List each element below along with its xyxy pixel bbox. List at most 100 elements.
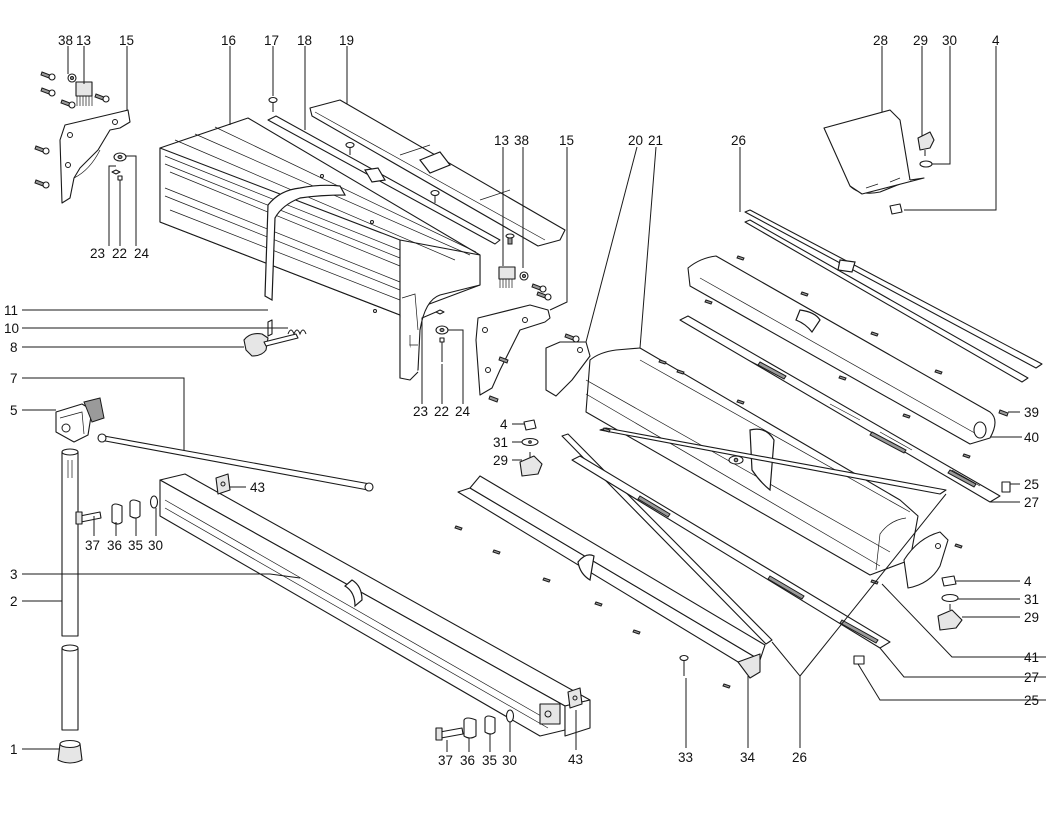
rail-19 [309, 99, 566, 247]
end-cap-43a [215, 473, 231, 495]
end-cap-20 [545, 341, 591, 397]
knob-29-mid [519, 452, 543, 477]
callout-8: 8 [10, 340, 18, 355]
nut-4-mid [523, 419, 537, 431]
callout-21: 21 [648, 133, 663, 148]
callout-22b: 22 [434, 404, 449, 419]
callout-39: 39 [1024, 405, 1039, 420]
screw-39 [998, 409, 1009, 417]
callout-17: 17 [264, 33, 279, 48]
block-25-upper [1001, 481, 1011, 493]
callout-35b: 35 [482, 753, 497, 768]
callout-labels: 38 13 15 16 17 18 19 28 29 30 4 23 22 24… [4, 33, 1039, 768]
washer-31-mid [521, 437, 539, 447]
callout-38b: 38 [514, 133, 529, 148]
end-bracket-left [59, 109, 131, 204]
callout-35a: 35 [128, 538, 143, 553]
foot-cap-1 [57, 739, 83, 764]
callout-30c: 30 [502, 753, 517, 768]
callout-31a: 31 [493, 435, 508, 450]
strip-26-top [744, 209, 1043, 383]
rack-strip-27-lower [571, 455, 891, 649]
callout-38a: 38 [58, 33, 73, 48]
callout-43b: 43 [568, 752, 583, 767]
hardware-set-bottom [435, 709, 515, 741]
callout-4b: 4 [500, 417, 508, 432]
end-bracket-middle [475, 304, 551, 396]
profile-34 [457, 475, 766, 679]
beam-3 [159, 473, 591, 737]
callout-26b: 26 [792, 750, 807, 765]
knob-29-top [917, 131, 935, 156]
callout-10: 10 [4, 321, 19, 336]
main-profile-16 [159, 117, 481, 381]
strip-18 [267, 115, 501, 245]
callout-29c: 29 [1024, 610, 1039, 625]
screw-17 [268, 96, 278, 112]
callout-37a: 37 [85, 538, 100, 553]
callout-28: 28 [873, 33, 888, 48]
callout-23b: 23 [413, 404, 428, 419]
callout-13a: 13 [76, 33, 91, 48]
callout-11: 11 [4, 303, 18, 318]
washer-31-low [941, 593, 959, 603]
callout-24a: 24 [134, 246, 150, 261]
callout-18: 18 [297, 33, 312, 48]
screws-left-bracket [34, 71, 110, 189]
callout-27a: 27 [1024, 495, 1039, 510]
callout-4c: 4 [1024, 574, 1032, 589]
callout-27b: 27 [1024, 670, 1039, 685]
callout-20: 20 [628, 133, 643, 148]
callout-30a: 30 [942, 33, 957, 48]
callout-25a: 25 [1024, 477, 1039, 492]
callout-16: 16 [221, 33, 236, 48]
callout-23a: 23 [90, 246, 105, 261]
washer-30-top [919, 160, 933, 168]
callout-30b: 30 [148, 538, 163, 553]
callout-26a: 26 [731, 133, 746, 148]
callout-43a: 43 [250, 480, 265, 495]
callout-31b: 31 [1024, 592, 1039, 607]
callout-22a: 22 [112, 246, 127, 261]
callout-36b: 36 [460, 753, 475, 768]
block-25-lower [853, 655, 865, 665]
callout-24b: 24 [455, 404, 471, 419]
screws-middle-bracket [488, 233, 580, 403]
spring-10 [287, 329, 307, 336]
callout-4a: 4 [992, 33, 1000, 48]
end-cap-43b [567, 687, 583, 709]
washer-screw-23-22-24a [111, 152, 127, 196]
callout-36a: 36 [107, 538, 122, 553]
callout-33: 33 [678, 750, 693, 765]
rod-7 [97, 433, 374, 492]
callout-34: 34 [740, 750, 756, 765]
leader-lines [22, 46, 1046, 752]
profile-40 [687, 255, 996, 445]
callout-41: 41 [1024, 650, 1039, 665]
callout-2: 2 [10, 594, 18, 609]
callout-7: 7 [10, 371, 18, 386]
brush-insert-middle [498, 266, 529, 288]
knob-29-low [937, 604, 963, 631]
callout-37b: 37 [438, 753, 453, 768]
brush-insert-left [75, 81, 93, 106]
cover-28 [823, 109, 925, 195]
profile-21 [585, 347, 919, 576]
callout-29a: 29 [913, 33, 928, 48]
callout-5: 5 [10, 403, 18, 418]
leg-tube-2 [61, 448, 79, 731]
callout-40: 40 [1024, 430, 1039, 445]
callout-25b: 25 [1024, 693, 1039, 708]
rack-strip-27-upper [679, 315, 1001, 503]
callout-13b: 13 [494, 133, 509, 148]
knob-8 [243, 333, 299, 357]
callout-15b: 15 [559, 133, 574, 148]
callout-1: 1 [10, 742, 18, 757]
screw-33 [679, 654, 689, 676]
callout-3: 3 [10, 567, 18, 582]
callout-19: 19 [339, 33, 354, 48]
callout-29b: 29 [493, 453, 508, 468]
end-cap-41 [903, 531, 949, 589]
